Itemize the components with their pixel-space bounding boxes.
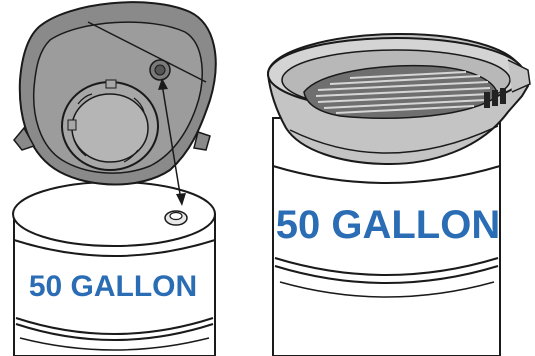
left-drum-bung	[165, 211, 187, 225]
left-funnel-bottom-plate	[62, 80, 158, 170]
left-drum: 50 GALLON	[13, 182, 215, 356]
left-funnel-underside	[14, 2, 216, 184]
left-funnel-spout	[150, 60, 170, 80]
left-drum-label: 50 GALLON	[29, 270, 197, 303]
right-drum-label: 50 GALLON	[276, 203, 500, 247]
